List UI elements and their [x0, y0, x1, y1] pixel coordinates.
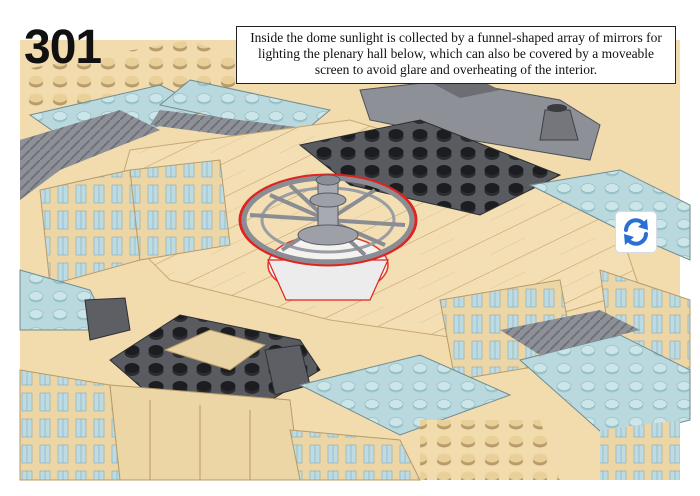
- step-number: 301: [24, 21, 102, 74]
- rotate-icon: [624, 218, 648, 246]
- dome-mirror-highlight: [238, 173, 418, 301]
- rotate-view-button[interactable]: [616, 212, 656, 252]
- instruction-caption: Inside the dome sunlight is collected by…: [236, 26, 676, 84]
